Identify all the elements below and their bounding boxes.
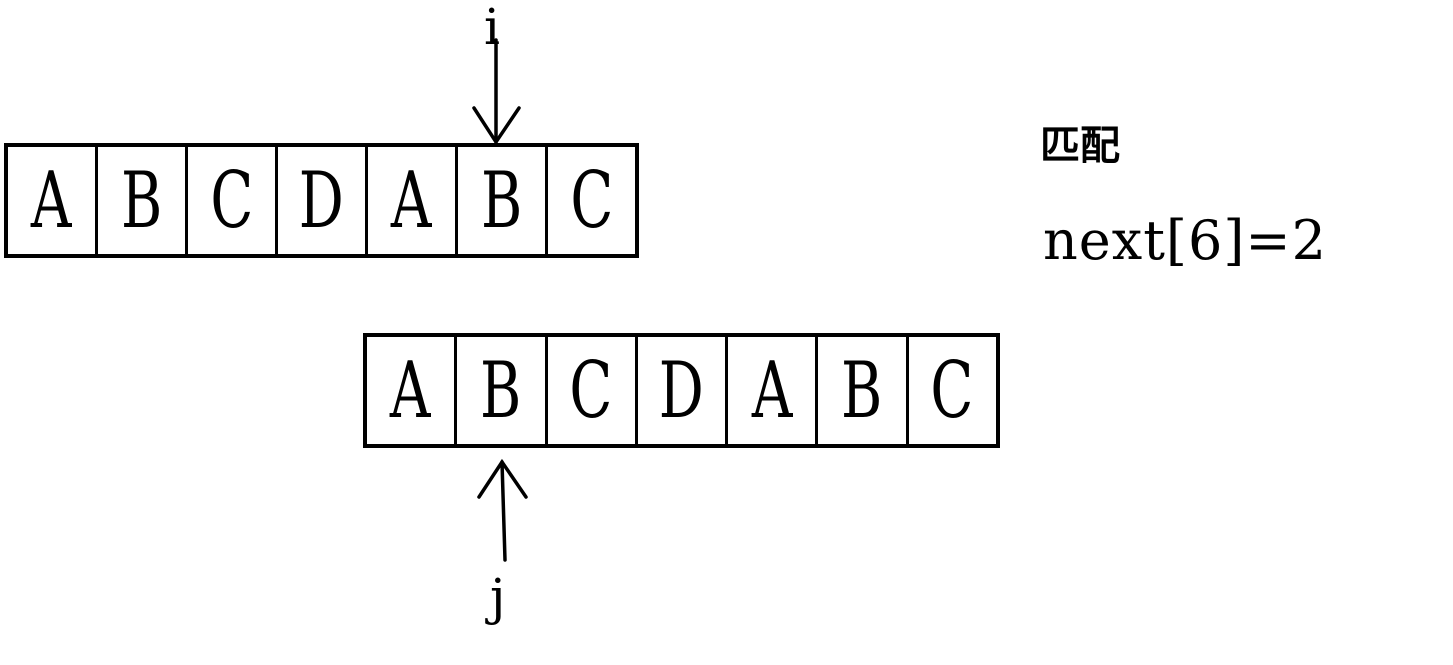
pattern-cell: B [818,337,909,444]
next-formula: next[6]=2 [1043,209,1327,272]
text-cell: A [8,147,98,254]
text-cell: B [98,147,188,254]
text-cell: A [368,147,458,254]
text-cell: C [548,147,635,254]
pointer-j-arrow-icon [477,458,528,562]
text-cell-letter: D [298,155,345,246]
text-string-row: A B C D A B C [4,143,639,258]
pattern-cell: A [367,337,458,444]
pattern-cell: C [548,337,638,444]
text-cell-letter: C [570,155,613,246]
pattern-cell: B [457,337,548,444]
pattern-cell-letter: B [841,345,883,436]
pointer-i-arrow-icon [472,38,521,146]
pattern-cell-letter: A [751,345,793,436]
pattern-cell: D [638,337,729,444]
pointer-i-label: i [484,0,500,56]
text-cell-letter: B [120,155,163,246]
text-cell: C [188,147,278,254]
pattern-cell: A [728,337,819,444]
text-cell-letter: B [480,155,523,246]
text-cell-letter: A [31,155,72,246]
text-cell-letter: C [210,155,253,246]
text-cell: D [278,147,368,254]
text-cell-letter: A [391,155,432,246]
pattern-cell-letter: B [480,345,522,436]
pattern-cell-letter: A [390,345,431,436]
status-title: 匹配 [1040,123,1120,169]
text-cell: B [458,147,548,254]
pattern-string-row: A B C D A B C [363,333,1000,448]
pattern-cell-letter: C [930,345,974,436]
pattern-cell-letter: D [658,345,704,436]
pointer-j-label: j [490,568,506,626]
pattern-cell: C [909,337,996,444]
pattern-cell-letter: C [569,345,613,436]
